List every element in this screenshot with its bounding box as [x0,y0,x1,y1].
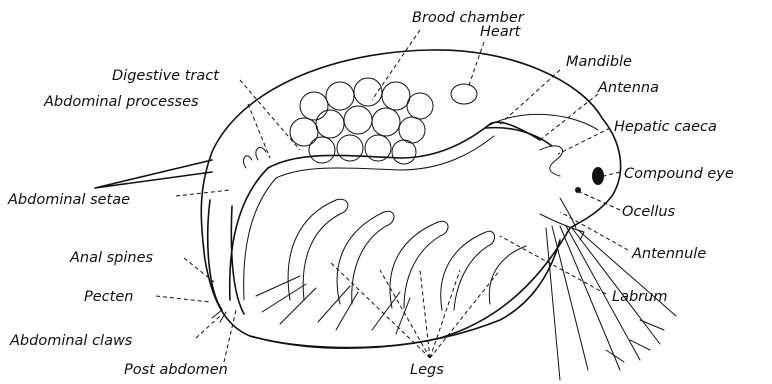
label-compound-eye: Compound eye [624,166,734,182]
label-labrum: Labrum [612,289,667,305]
label-post-abdomen: Post abdomen [124,362,228,378]
label-antenna: Antenna [597,80,659,96]
hepatic-caeca-organ [540,146,563,176]
abdominal-processes-organ [244,147,266,168]
compound-eye-organ [592,167,604,185]
labels: Brood chamber Heart Mandible Antenna Dig… [7,10,734,378]
heart-organ [451,84,477,104]
label-hepatic-caeca: Hepatic caeca [614,119,717,135]
tail-spine [95,160,212,188]
abdominal-claws-organ [212,310,226,322]
label-abdominal-setae: Abdominal setae [7,192,130,208]
antennule-organ [560,198,576,228]
label-heart: Heart [480,24,522,40]
antenna-organ [486,128,552,146]
leader-lines [156,30,628,362]
label-ocellus: Ocellus [622,204,676,220]
label-abdominal-processes: Abdominal processes [43,94,199,110]
label-legs: Legs [410,362,444,378]
label-anal-spines: Anal spines [69,250,154,266]
label-digestive-tract: Digestive tract [112,68,220,84]
label-antennule: Antennule [631,246,706,262]
label-abdominal-claws: Abdominal claws [9,333,133,349]
brood-eggs [290,78,433,164]
legs-organ [256,199,526,334]
digestive-tract-inner [244,136,494,300]
carapace-outline [201,50,620,348]
label-mandible: Mandible [566,54,632,70]
label-pecten: Pecten [84,289,133,305]
